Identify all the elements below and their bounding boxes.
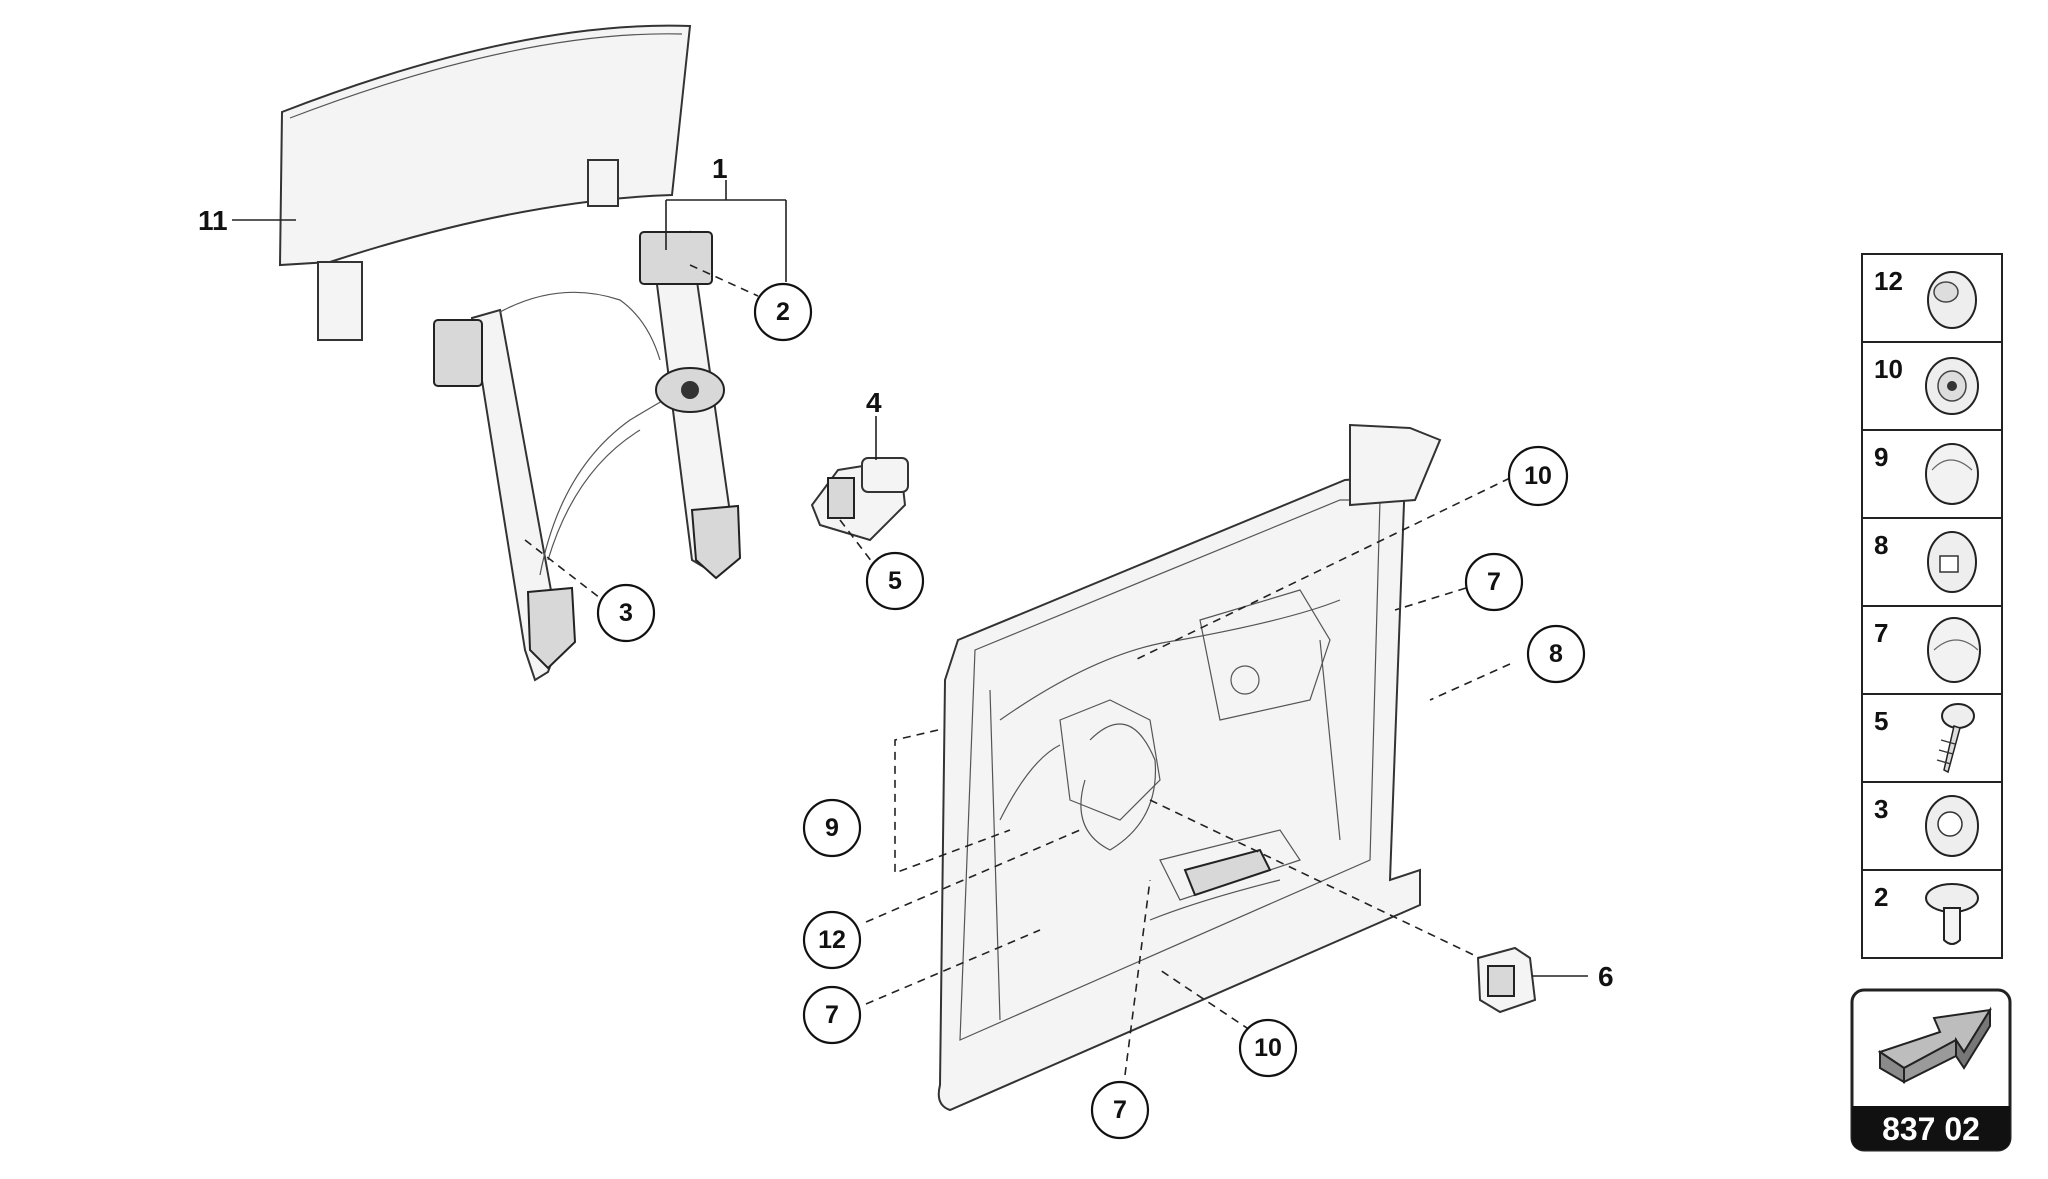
legend-item-3: 3 [1874,794,1888,824]
callout-8-text: 8 [1549,640,1563,668]
callout-10-bottom-text: 10 [1254,1034,1282,1062]
clip-icon [1925,883,1979,945]
round-plug-icon [1925,443,1979,505]
callout-10-top: 10 [1507,445,1569,507]
leader-lines [232,180,1588,1076]
callout-7-bottom: 7 [1090,1080,1150,1140]
window-regulator-part [433,230,742,682]
callout-8: 8 [1526,624,1586,684]
arrow-icon [1877,1006,1992,1084]
legend-item-12: 12 [1874,266,1903,296]
fastener-legend: 12 10 9 8 7 5 3 2 [1861,253,2003,959]
callout-12-text: 12 [818,926,846,954]
callout-7-left-text: 7 [825,1001,839,1029]
callout-3-text: 3 [619,599,633,627]
grommet-icon [1925,357,1979,415]
callout-9-text: 9 [825,814,839,842]
regulator-motor-part [810,457,909,542]
plug-cap-icon [1927,271,1977,329]
bracket-part [1476,946,1537,1014]
door-inner-panel-part [937,423,1442,1112]
legend-item-7: 7 [1874,618,1888,648]
legend-item-5: 5 [1874,706,1888,736]
callout-2-text: 2 [776,298,790,326]
legend-item-2: 2 [1874,882,1888,912]
callout-7-right-text: 7 [1487,568,1501,596]
callout-3: 3 [596,583,656,643]
callout-7-left: 7 [802,985,862,1045]
legend-item-10: 10 [1874,354,1903,384]
dome-plug-icon [1927,617,1981,683]
reference-code: 837 02 [1882,1111,1980,1147]
callout-10-top-text: 10 [1524,462,1552,490]
callout-10-bottom: 10 [1238,1018,1298,1078]
callout-5: 5 [865,551,925,611]
callout-9: 9 [802,798,862,858]
callout-6: 6 [1598,961,1614,992]
callout-2: 2 [753,282,813,342]
callout-7-right: 7 [1464,552,1524,612]
legend-item-9: 9 [1874,442,1888,472]
reference-box: 837 02 [1850,988,2012,1152]
callout-1: 1 [712,153,728,184]
screw-icon [1936,703,1975,774]
callout-12: 12 [802,910,862,970]
callout-5-text: 5 [888,567,902,595]
callout-11: 11 [198,205,228,236]
nut-icon [1925,795,1979,857]
callout-7-bottom-text: 7 [1113,1096,1127,1124]
window-glass-part [278,24,692,341]
square-plug-icon [1927,531,1977,593]
legend-item-8: 8 [1874,530,1888,560]
callout-4: 4 [866,387,882,418]
